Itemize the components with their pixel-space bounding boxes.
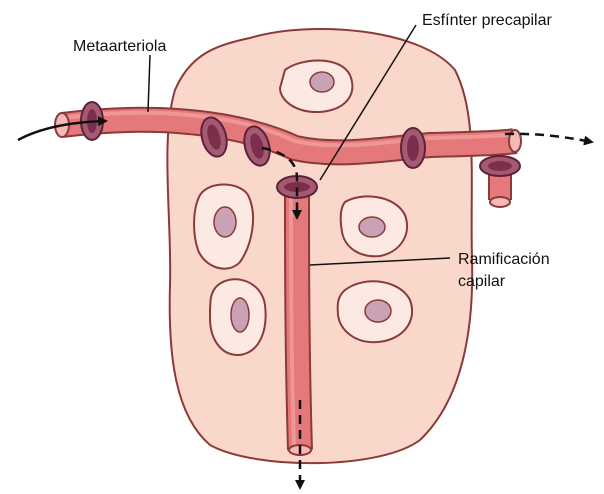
metaarteriole-label: Metaarteriola	[73, 38, 166, 55]
precapillary-sphincter	[401, 128, 425, 168]
tissue-cell	[280, 60, 352, 112]
tissue-cell	[341, 196, 407, 256]
tissue-cell	[210, 279, 266, 355]
capillary-branch	[289, 185, 311, 455]
sphincter-label: Esfínter precapilar	[422, 12, 553, 29]
precapillary-sphincter	[480, 156, 520, 176]
tissue-cell	[338, 281, 412, 342]
tissue-cell	[194, 184, 253, 268]
branch-label-line2: capilar	[458, 273, 506, 290]
metaarteriole-leader	[148, 55, 150, 112]
branch-label-line1: Ramificación	[458, 251, 550, 268]
